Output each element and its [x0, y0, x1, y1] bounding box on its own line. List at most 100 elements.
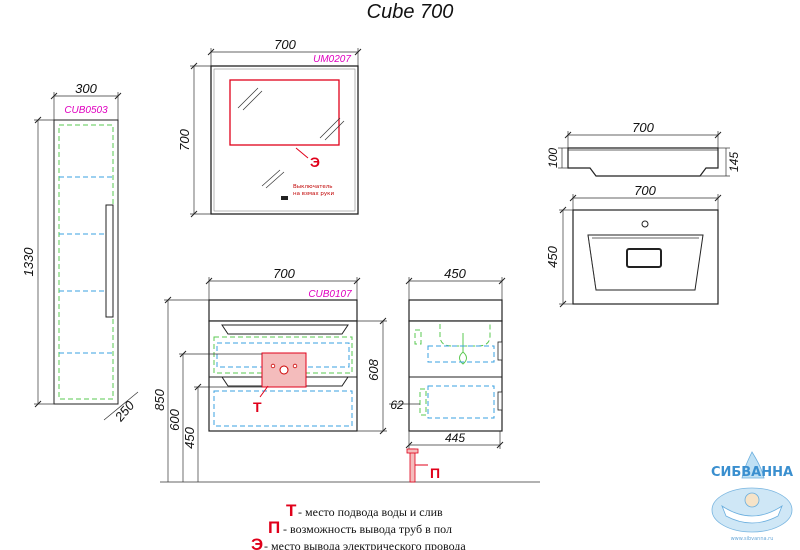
- tick-mark: [34, 400, 42, 408]
- depth-dimension-line: [103, 391, 139, 421]
- water-inlet-icon: [270, 363, 276, 369]
- offset-label: 62: [390, 398, 404, 412]
- height-label: 1330: [21, 247, 36, 277]
- width-label: 700: [274, 37, 296, 52]
- sink-profile: [567, 147, 719, 177]
- faucet-hole-icon: [641, 220, 649, 228]
- door-handle: [105, 204, 114, 318]
- tick-mark: [379, 427, 387, 435]
- drawer-outline: [427, 345, 495, 363]
- tick-mark: [207, 48, 215, 56]
- mirror-frame: [210, 65, 359, 215]
- width-label: 300: [75, 81, 97, 96]
- drawer-outline: [427, 385, 495, 419]
- height-label: 450: [182, 426, 197, 448]
- drawer-handle: [221, 324, 349, 335]
- depth-label: 250: [111, 397, 138, 425]
- tall-cabinet-view: 300 CUB0503 1330 250: [21, 81, 139, 425]
- product-code: CUB0107: [308, 289, 352, 300]
- reflection-mark: [265, 171, 285, 189]
- inner-outline: [58, 124, 114, 400]
- width-label: 700: [632, 120, 654, 135]
- siphon-icon: [459, 333, 467, 365]
- product-code: CUB0503: [64, 105, 108, 116]
- marker-leader: [295, 147, 309, 159]
- drawer-outline: [216, 342, 350, 368]
- switch-label: на взмах руки: [293, 191, 334, 197]
- switch-icon: [281, 196, 288, 200]
- pipe-flange: [406, 448, 419, 454]
- reflection-mark: [324, 120, 345, 141]
- tick-mark: [190, 62, 198, 70]
- tick-mark: [205, 277, 213, 285]
- countertop-side: [408, 299, 503, 322]
- inner-outline: [414, 329, 422, 345]
- cabinet-body: [53, 119, 119, 405]
- tick-mark: [190, 210, 198, 218]
- vanity-side-body: [408, 320, 503, 432]
- tick-mark: [496, 441, 504, 449]
- drawer-front-edge: [497, 341, 503, 361]
- brand-name: СИБВАННА: [711, 465, 793, 480]
- height-label: 700: [177, 128, 192, 150]
- water-drop-icon: [741, 451, 765, 479]
- electrical-marker: Э: [310, 154, 320, 170]
- basin-edge: [587, 234, 597, 291]
- tick-mark: [569, 194, 577, 202]
- mirror-inner-frame: [213, 68, 356, 212]
- tick-mark: [379, 317, 387, 325]
- brand-emblem: [711, 487, 793, 533]
- inner-depth-label: 445: [445, 431, 465, 445]
- legend-text: - место подвода воды и слив: [298, 505, 443, 519]
- height-label: 600: [167, 408, 182, 430]
- tick-mark: [498, 277, 506, 285]
- brand-logo: СИБВАННА www.sibvanna.ru: [711, 451, 793, 542]
- width-label: 700: [273, 266, 295, 281]
- height-label: 850: [152, 388, 167, 410]
- vanity-side-view: 450 62 445 П: [389, 266, 506, 483]
- tick-mark: [405, 277, 413, 285]
- floor-outlet-marker: П: [430, 465, 440, 481]
- legend-letter: Э: [251, 535, 263, 550]
- width-label: 700: [634, 183, 656, 198]
- tick-mark: [559, 300, 567, 308]
- vanity-front-view: 700 CUB0107 Т 850 600 450: [152, 266, 540, 483]
- legend-letter: Т: [286, 501, 297, 520]
- marker-leader: [259, 385, 269, 398]
- product-code: UM0207: [313, 54, 351, 65]
- sink-side-view: 700 100 145: [546, 120, 741, 177]
- reflection-mark: [237, 87, 259, 109]
- tick-mark: [179, 350, 187, 358]
- tick-mark: [354, 48, 362, 56]
- character-head-icon: [744, 492, 760, 508]
- reflection-mark: [242, 90, 263, 111]
- tick-mark: [564, 131, 572, 139]
- tick-mark: [353, 277, 361, 285]
- page-title: Cube 700: [367, 1, 454, 23]
- tick-mark: [194, 383, 202, 391]
- switch-label: Выключатель: [293, 184, 333, 190]
- reflection-mark: [319, 117, 341, 139]
- tick-mark: [714, 194, 722, 202]
- sink-top-view: 700 450: [545, 183, 722, 308]
- water-inlet-icon: [292, 363, 298, 369]
- height-label: 608: [366, 358, 381, 380]
- legend-text: - возможность вывода труб в пол: [283, 522, 452, 536]
- tick-mark: [114, 92, 122, 100]
- electrical-zone: [229, 79, 340, 146]
- plumbing-marker: Т: [253, 399, 262, 415]
- depth-label: 450: [444, 266, 466, 281]
- tick-mark: [714, 131, 722, 139]
- tick-mark: [405, 441, 413, 449]
- drain-pipe-icon: [279, 365, 289, 375]
- countertop: [208, 299, 358, 322]
- legend-letter: П: [268, 518, 280, 537]
- depth-label: 450: [545, 245, 560, 267]
- inner-outline: [419, 388, 427, 416]
- tick-mark: [50, 92, 58, 100]
- mirror-view: 700 UM0207 Э Выключатель на взмах руки 7…: [177, 37, 362, 218]
- drawer-outline: [213, 390, 353, 427]
- tick-mark: [559, 206, 567, 214]
- thickness-label: 100: [546, 148, 560, 168]
